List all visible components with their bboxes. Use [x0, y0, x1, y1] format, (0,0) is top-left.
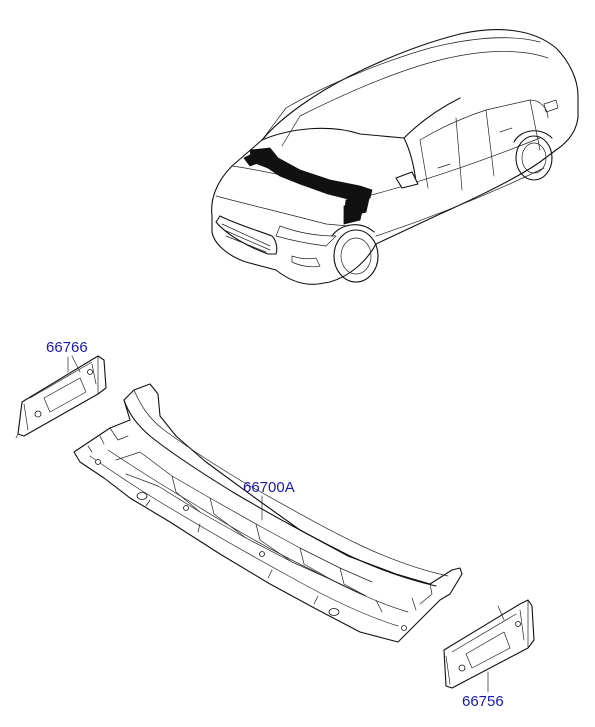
part-label-66756[interactable]: 66756 — [462, 693, 504, 710]
car-illustration — [211, 29, 579, 285]
part-label-66700A[interactable]: 66700A — [243, 479, 295, 496]
part-66756-bracket[interactable] — [443, 599, 535, 689]
leader-lines — [67, 356, 489, 693]
part-66700A-cowl-panel[interactable] — [73, 383, 463, 643]
part-66766-bracket[interactable] — [15, 355, 107, 439]
part-label-66766[interactable]: 66766 — [46, 339, 88, 356]
